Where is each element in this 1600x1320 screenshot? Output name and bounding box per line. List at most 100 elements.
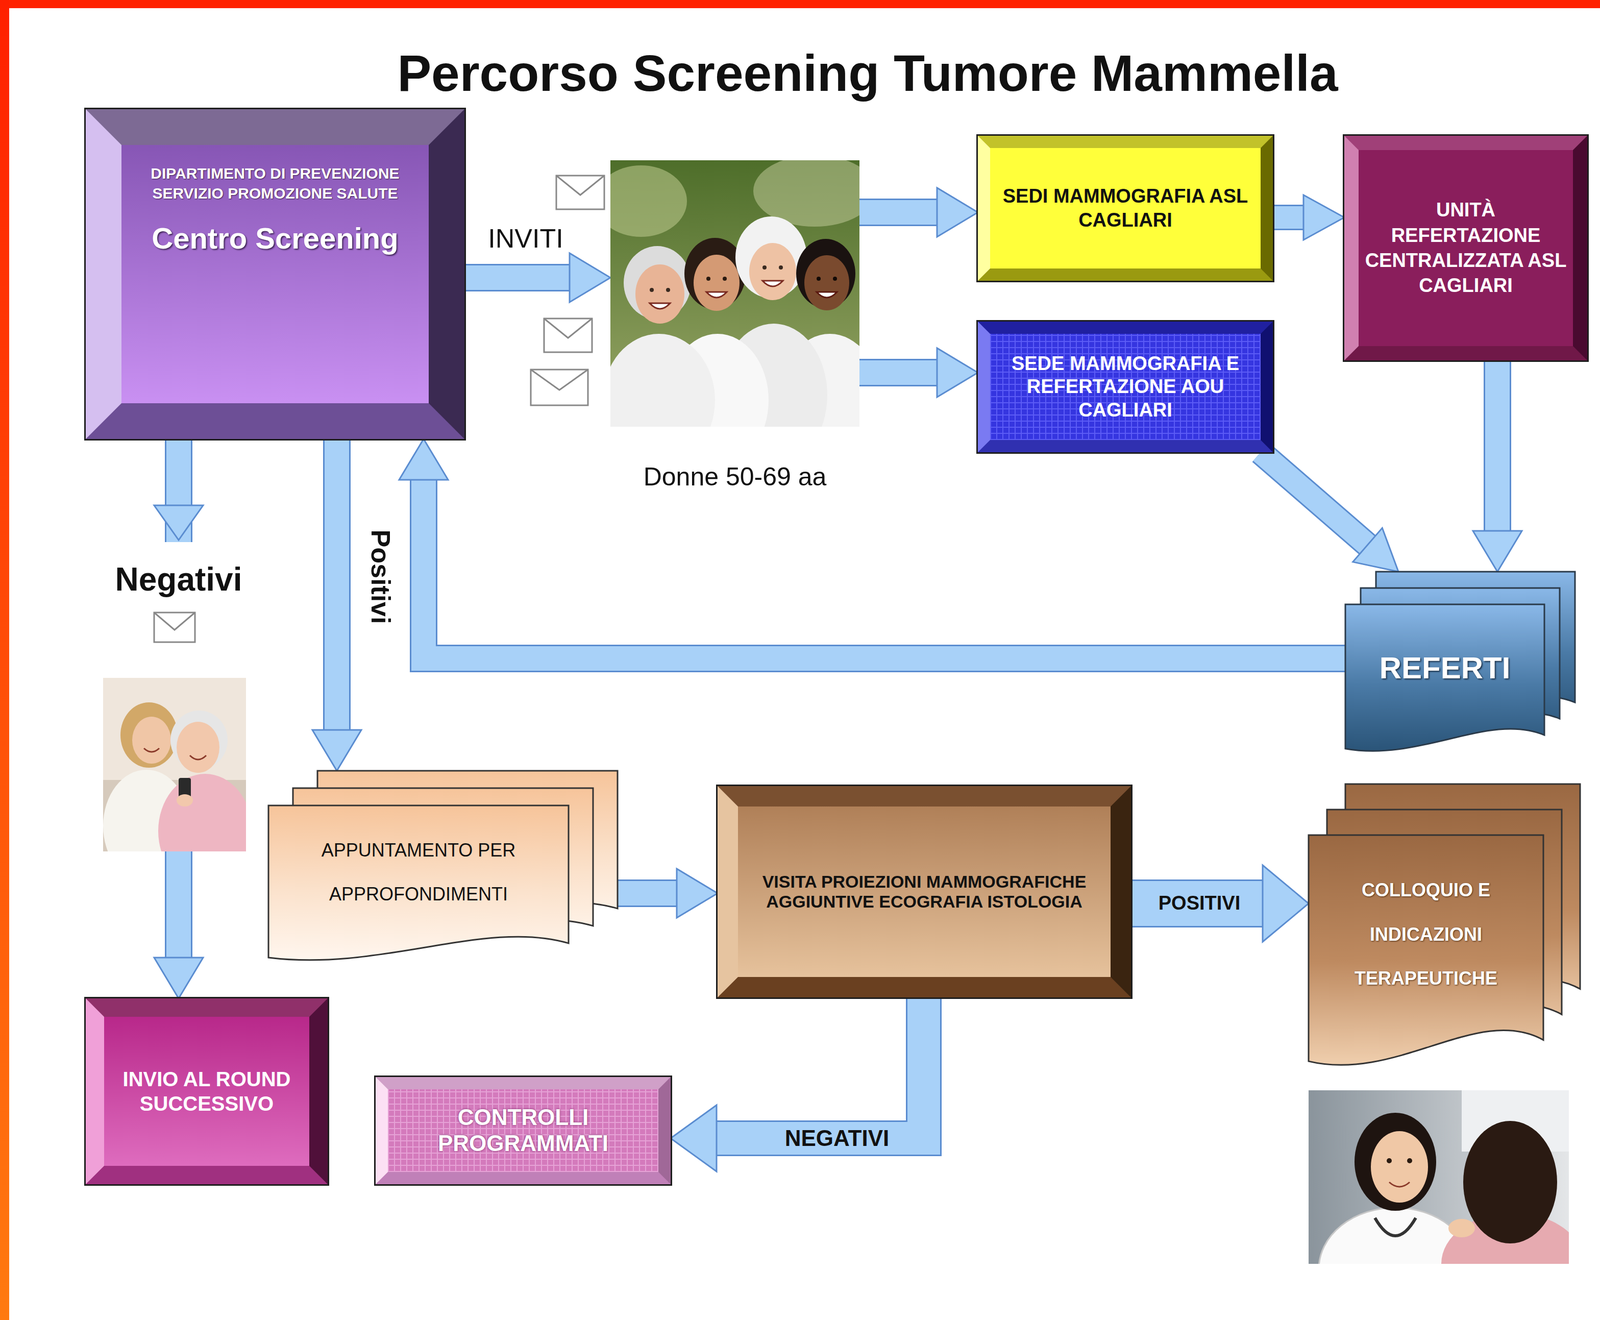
envelope-icon bbox=[154, 612, 195, 643]
text-group: CONTROLLI PROGRAMMATI bbox=[394, 1104, 653, 1156]
node-label: DIPARTIMENTO DI PREVENZIONE SERVIZIO PRO… bbox=[127, 163, 423, 204]
node-label: VISITA PROIEZIONI MAMMOGRAFICHE AGGIUNTI… bbox=[744, 871, 1105, 912]
node-label: UNITÀ REFERTAZIONE CENTRALIZZATA ASL CAG… bbox=[1364, 197, 1567, 299]
women-photo bbox=[762, 280, 783, 287]
arrow-head bbox=[154, 505, 204, 540]
arrow-head bbox=[937, 187, 978, 237]
phone-women-photo bbox=[132, 716, 171, 764]
arrow-shaft-outline bbox=[323, 438, 351, 730]
edge-label: POSITIVI bbox=[1154, 892, 1245, 915]
screening-center-box: DIPARTIMENTO DI PREVENZIONE SERVIZIO PRO… bbox=[85, 109, 465, 439]
arrow-head bbox=[569, 253, 611, 303]
envelope-icon bbox=[544, 318, 593, 353]
text-group: APPUNTAMENTO PER APPROFONDIMENTI bbox=[278, 828, 559, 917]
phone-women-photo bbox=[189, 755, 207, 760]
flow-arrow bbox=[1130, 865, 1309, 942]
edge-label: NEGATIVI bbox=[780, 1125, 894, 1152]
document-sheet bbox=[268, 805, 569, 960]
reporting-unit-box: UNITÀ REFERTAZIONE CENTRALIZZATA ASL CAG… bbox=[1344, 135, 1588, 361]
arrow-shaft bbox=[324, 438, 350, 730]
assessment-box: VISITA PROIEZIONI MAMMOGRAFICHE AGGIUNTI… bbox=[717, 785, 1131, 998]
scheduled-checks-box: CONTROLLI PROGRAMMATI bbox=[375, 1076, 671, 1185]
flow-arrow bbox=[1260, 452, 1399, 572]
women-photo bbox=[595, 155, 881, 467]
node-label: CONTROLLI PROGRAMMATI bbox=[394, 1104, 653, 1156]
envelope-icon bbox=[556, 175, 605, 210]
arrow-shaft-outline bbox=[617, 879, 677, 907]
envelope-icon bbox=[544, 318, 593, 353]
node-label: REFERTI bbox=[1355, 649, 1535, 687]
arrow-shaft-outline bbox=[1260, 452, 1368, 546]
women-photo bbox=[749, 242, 797, 301]
frame-bar-left bbox=[0, 0, 10, 1320]
edge-label: Negativi bbox=[111, 560, 247, 599]
edge-label: Positivi bbox=[364, 525, 396, 629]
doctor-photo bbox=[1463, 1120, 1558, 1244]
document-stack-shape bbox=[268, 770, 618, 965]
mammography-site-box: SEDI MAMMOGRAFIA ASL CAGLIARI bbox=[977, 135, 1273, 281]
flow-arrow bbox=[312, 438, 362, 771]
flow-arrow bbox=[1472, 360, 1522, 572]
arrow-shaft bbox=[1260, 452, 1368, 546]
arrow-shaft-outline bbox=[1130, 879, 1263, 928]
flow-arrow bbox=[859, 187, 978, 237]
node-label: SEDE MAMMOGRAFIA E REFERTAZIONE AOU CAGL… bbox=[996, 352, 1255, 423]
phone-women-photo bbox=[120, 702, 178, 768]
flow-arrow bbox=[1272, 194, 1345, 240]
next-round-box: INVIO AL ROUND SUCCESSIVO bbox=[85, 998, 328, 1185]
doctor-photo bbox=[1374, 1217, 1416, 1236]
envelope-icon bbox=[544, 318, 593, 338]
arrow-shaft bbox=[617, 880, 677, 906]
arrow-head bbox=[312, 729, 362, 771]
arrow-shaft bbox=[859, 360, 938, 385]
doctor-photo bbox=[1389, 1182, 1410, 1187]
arrow-head bbox=[937, 348, 978, 398]
appointment-document-stack: APPUNTAMENTO PER APPROFONDIMENTI bbox=[268, 770, 618, 965]
flow-arrow bbox=[617, 868, 718, 918]
flow-arrow bbox=[670, 997, 924, 1172]
arrow-shaft-outline bbox=[859, 358, 938, 387]
arrow-head bbox=[1303, 194, 1345, 240]
arrow-shaft-outline bbox=[423, 479, 1346, 659]
phone-women-photo bbox=[176, 794, 193, 807]
arrow-head bbox=[676, 868, 718, 918]
text-group: VISITA PROIEZIONI MAMMOGRAFICHE AGGIUNTI… bbox=[744, 871, 1105, 912]
envelope-icon bbox=[530, 369, 588, 406]
sheet-text-area: APPUNTAMENTO PER APPROFONDIMENTI bbox=[268, 805, 569, 940]
women-photo bbox=[649, 287, 654, 292]
women-photo bbox=[610, 333, 716, 427]
node-label: Centro Screening bbox=[127, 220, 423, 257]
doctor-photo bbox=[1308, 1090, 1585, 1320]
edge-label: INVITI bbox=[483, 223, 568, 255]
phone-women-photo bbox=[176, 721, 220, 773]
counselling-document-stack: COLLOQUIO E INDICAZIONI TERAPEUTICHE bbox=[1308, 783, 1581, 1072]
envelope-icon bbox=[530, 369, 588, 406]
arrow-shaft bbox=[716, 997, 924, 1139]
sheet-text-area: COLLOQUIO E INDICAZIONI TERAPEUTICHE bbox=[1308, 834, 1544, 1035]
flow-arrow bbox=[464, 253, 611, 303]
women-photo bbox=[635, 264, 685, 324]
text-group: SEDI MAMMOGRAFIA ASL CAGLIARI bbox=[996, 184, 1255, 233]
women-photo bbox=[610, 160, 860, 427]
women-photo bbox=[778, 265, 783, 270]
women-photo bbox=[804, 255, 850, 311]
arrow-shaft-outline bbox=[1483, 360, 1512, 531]
arrow-shaft bbox=[1272, 206, 1304, 229]
arrow-head bbox=[670, 1104, 717, 1172]
women-photo bbox=[722, 276, 727, 281]
arrow-head bbox=[154, 957, 204, 999]
envelope-icon bbox=[154, 612, 195, 643]
text-group: REFERTI bbox=[1355, 649, 1535, 687]
arrow-head bbox=[1472, 530, 1522, 572]
text-group: INVIO AL ROUND SUCCESSIVO bbox=[110, 1066, 304, 1116]
target-group-node: Donne 50-69 aa bbox=[610, 160, 860, 492]
arrow-head bbox=[399, 438, 449, 480]
women-photo bbox=[649, 303, 671, 309]
frame-bar-top bbox=[0, 0, 1600, 9]
node-label: COLLOQUIO E INDICAZIONI TERAPEUTICHE bbox=[1318, 868, 1534, 1001]
arrow-shaft bbox=[423, 479, 1346, 659]
women-photo bbox=[610, 165, 687, 237]
text-group: Donne 50-69 aa bbox=[610, 461, 860, 492]
phone-women-photo bbox=[103, 677, 246, 852]
